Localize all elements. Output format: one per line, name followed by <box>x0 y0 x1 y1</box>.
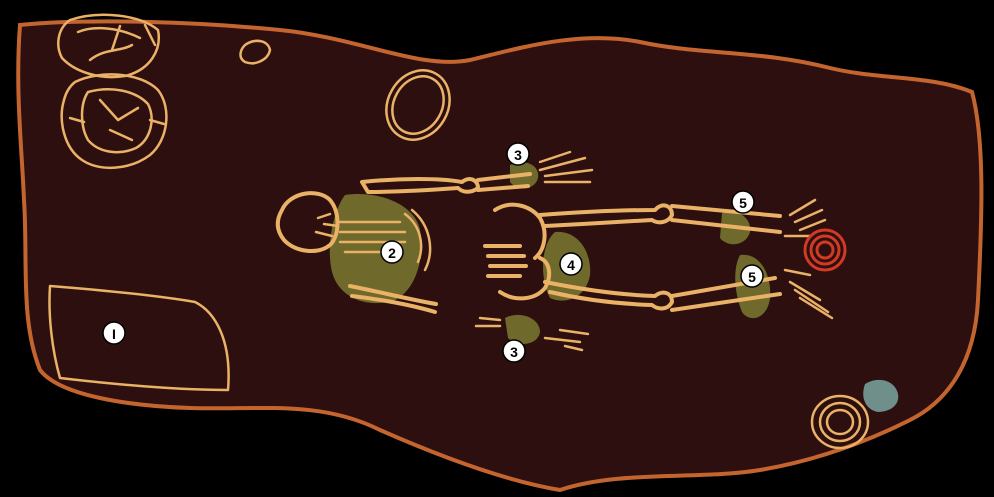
marker-label: 5 <box>748 269 756 285</box>
marker-4: 3 <box>503 340 525 362</box>
marker-label: 3 <box>514 147 522 163</box>
stain-torso <box>330 194 421 303</box>
marker-label: 2 <box>388 245 396 261</box>
marker-label: 4 <box>567 257 575 273</box>
marker-2: 2 <box>381 241 403 263</box>
marker-label: 3 <box>510 344 518 360</box>
marker-label: 5 <box>739 195 747 211</box>
marker-1: I <box>103 322 125 344</box>
marker-6: 5 <box>732 191 754 213</box>
marker-3: 3 <box>507 143 529 165</box>
marker-label: I <box>112 326 116 342</box>
marker-5: 4 <box>560 253 582 275</box>
marker-7: 5 <box>741 265 763 287</box>
